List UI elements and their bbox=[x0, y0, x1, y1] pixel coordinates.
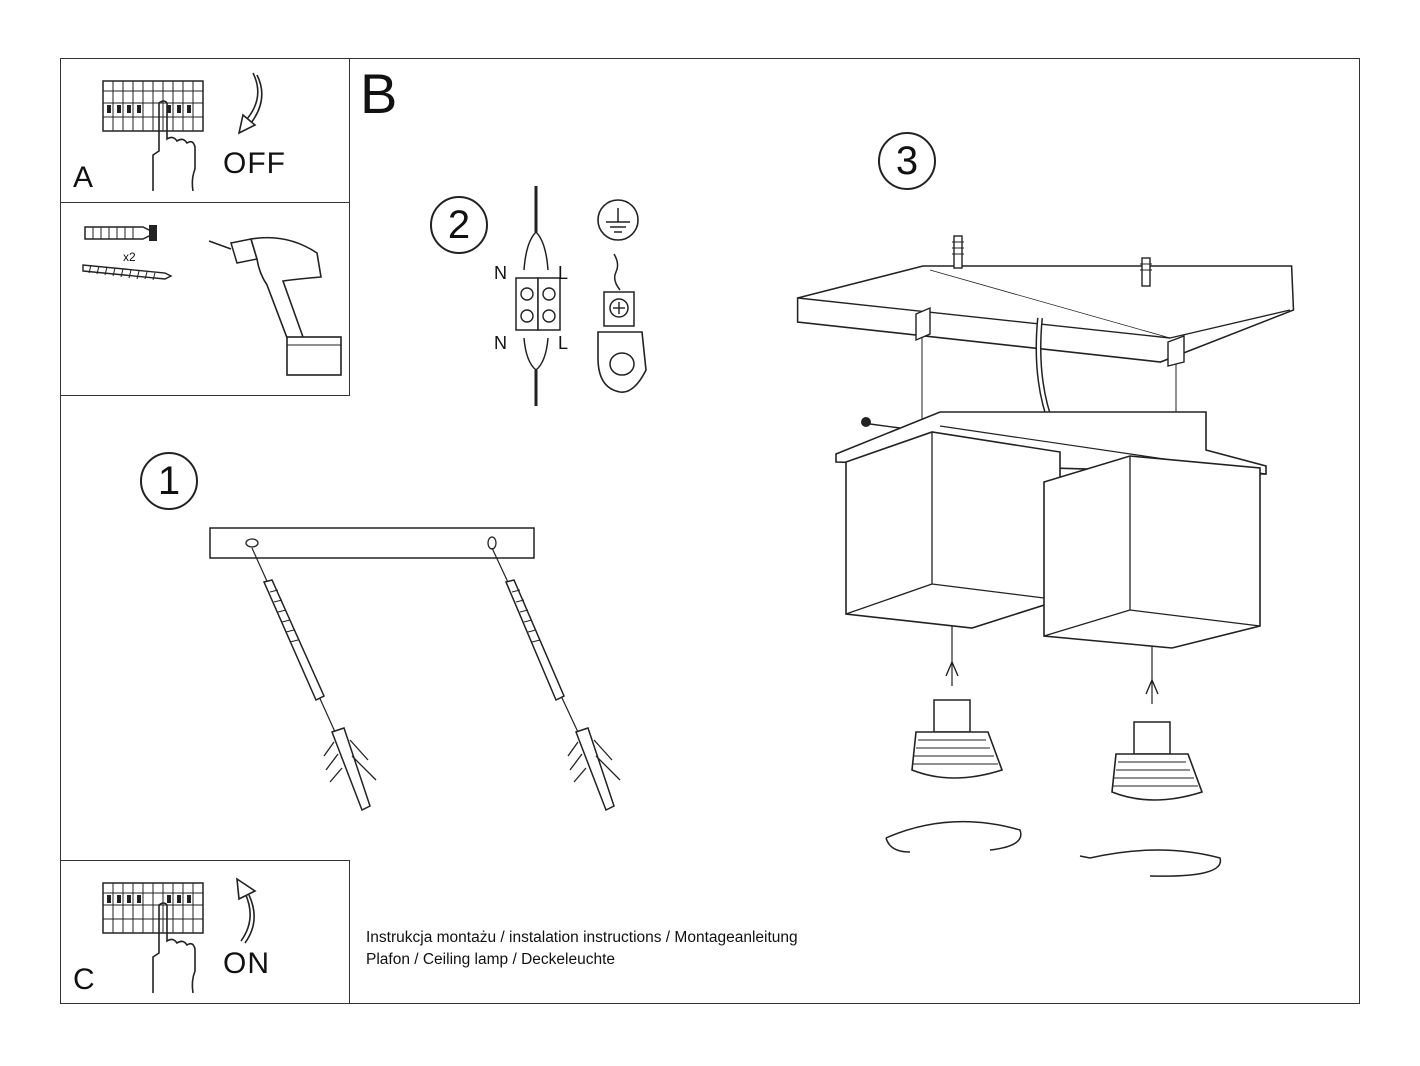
panel-a-power-off: A OFF bbox=[60, 58, 350, 204]
neutral-label-bottom: N bbox=[494, 333, 507, 353]
hand-pointer-icon bbox=[152, 902, 196, 994]
arrow-down-icon bbox=[237, 72, 263, 135]
neutral-label-top: N bbox=[494, 263, 507, 283]
ground-terminal-diagram bbox=[597, 199, 647, 393]
quantity-label: x2 bbox=[123, 250, 136, 264]
wall-plug-icon bbox=[84, 225, 157, 241]
panel-tools: x2 bbox=[60, 202, 350, 396]
hand-pointer-icon bbox=[152, 100, 196, 192]
live-label-bottom: L bbox=[558, 333, 569, 353]
lamp-assembly-diagram bbox=[796, 235, 1295, 877]
mounting-bar-diagram bbox=[209, 527, 621, 812]
step-3-badge: 3 bbox=[878, 132, 936, 190]
breaker-box-icon bbox=[102, 80, 204, 132]
footer-product-name: Plafon / Ceiling lamp / Deckeleuchte bbox=[366, 951, 615, 968]
step-2-badge: 2 bbox=[430, 196, 488, 254]
step-1-badge: 1 bbox=[140, 452, 198, 510]
panel-letter-a: A bbox=[73, 161, 94, 194]
power-off-label: OFF bbox=[223, 147, 286, 180]
screw-icon bbox=[82, 264, 173, 281]
arrow-up-icon bbox=[236, 877, 257, 944]
power-on-label: ON bbox=[223, 947, 270, 980]
panel-letter-c: C bbox=[73, 963, 95, 996]
power-drill-icon bbox=[208, 236, 342, 376]
live-label-top: L bbox=[558, 263, 569, 283]
instruction-sheet-frame bbox=[60, 58, 1360, 1004]
panel-c-power-on: C ON bbox=[60, 860, 350, 1004]
section-letter-b: B bbox=[360, 62, 398, 125]
breaker-box-icon bbox=[102, 882, 204, 934]
terminal-block-diagram bbox=[515, 186, 561, 406]
footer-instructions-title: Instrukcja montażu / instalation instruc… bbox=[366, 929, 798, 946]
